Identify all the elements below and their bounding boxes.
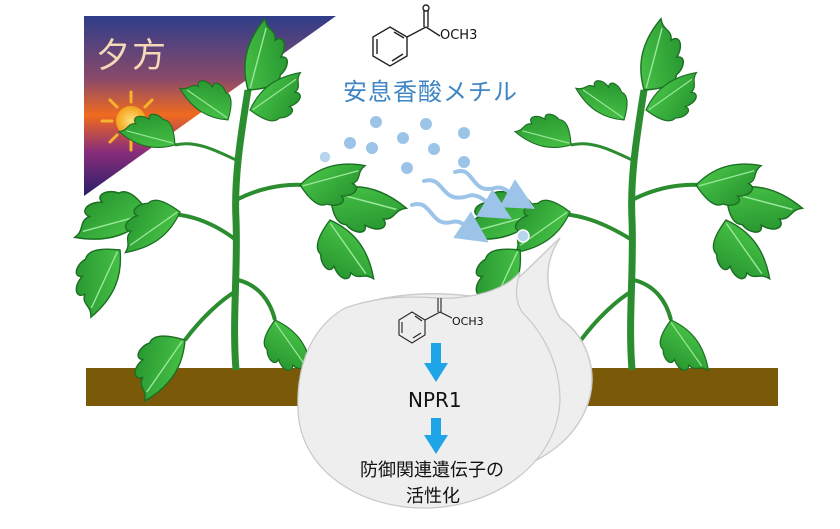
time-of-day-label: 夕方 [96, 36, 168, 76]
outcome-label-line1: 防御関連遺伝子の [360, 460, 504, 481]
down-arrow-icon [424, 418, 448, 454]
benzene-ring-icon [398, 298, 453, 344]
volatile-droplets [318, 116, 530, 243]
tomato-plant-treated [457, 15, 806, 406]
methoxy-group-label: OCH3 [440, 28, 478, 43]
down-arrow-icon [424, 343, 448, 382]
outcome-label-line2: 活性化 [406, 486, 460, 507]
compound-name-label: 安息香酸メチル [343, 78, 518, 106]
methoxy-group-label-bubble: OCH3 [452, 315, 484, 328]
receptor-label: NPR1 [408, 388, 462, 412]
tomato-plant-untreated [58, 15, 410, 406]
benzene-ring-icon [372, 4, 441, 67]
airflow-arrows [410, 168, 535, 243]
